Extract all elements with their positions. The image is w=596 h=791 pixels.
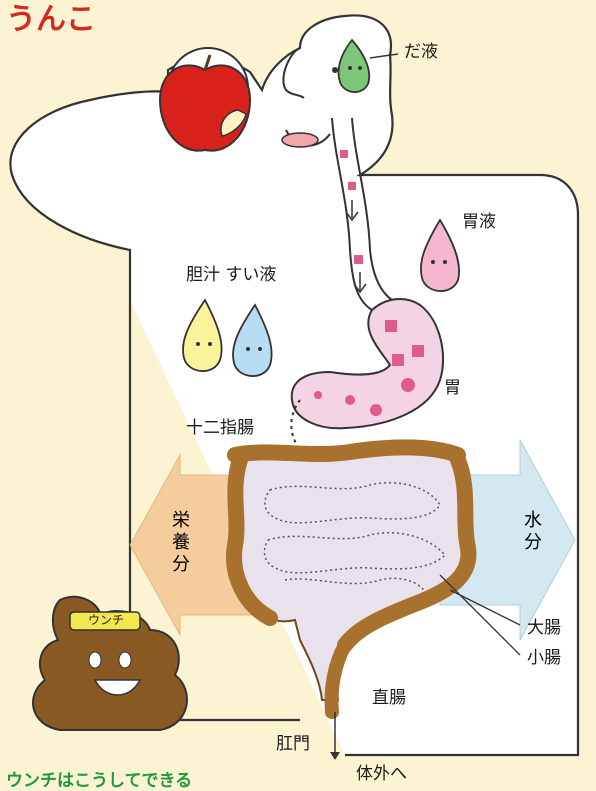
label-out-of-body: 体外へ <box>356 766 407 783</box>
label-bile-pancreatic-juice: 胆汁 すい液 <box>186 267 276 284</box>
label-small-intestine: 小腸 <box>527 650 561 667</box>
label-large-intestine: 大腸 <box>527 620 561 637</box>
page-title: うんこ <box>6 0 96 38</box>
label-water: 水分 <box>522 510 544 554</box>
headband-label: ウンチ <box>88 614 124 626</box>
label-nutrients: 栄養分 <box>170 510 192 576</box>
eye-icon <box>332 67 338 73</box>
apple-icon <box>160 65 250 150</box>
label-saliva: だ液 <box>404 44 438 61</box>
label-rectum: 直腸 <box>372 690 406 707</box>
label-anus: 肛門 <box>276 736 310 753</box>
tongue-icon <box>282 133 318 147</box>
label-gastric-juice: 胃液 <box>462 214 496 231</box>
label-stomach: 胃 <box>444 380 461 397</box>
label-duodenum: 十二指腸 <box>186 420 254 437</box>
caption: ウンチはこうしてできる <box>6 766 192 791</box>
